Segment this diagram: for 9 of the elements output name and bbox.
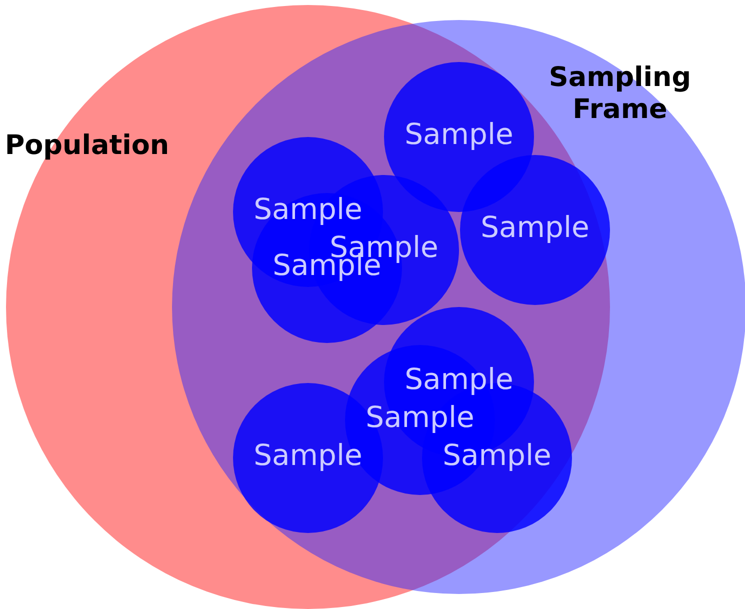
sample-label: Sample	[442, 438, 552, 472]
sample-label: Sample	[252, 192, 364, 226]
sample-label: Sample	[364, 400, 476, 434]
set-label: Population	[4, 130, 170, 162]
sample-label: Sample	[252, 438, 364, 472]
sample-label: Sample	[404, 362, 514, 396]
sample-label: Sample	[404, 117, 514, 151]
set-label: Sampling Frame	[548, 62, 692, 127]
sample-label: Sample	[480, 210, 590, 244]
